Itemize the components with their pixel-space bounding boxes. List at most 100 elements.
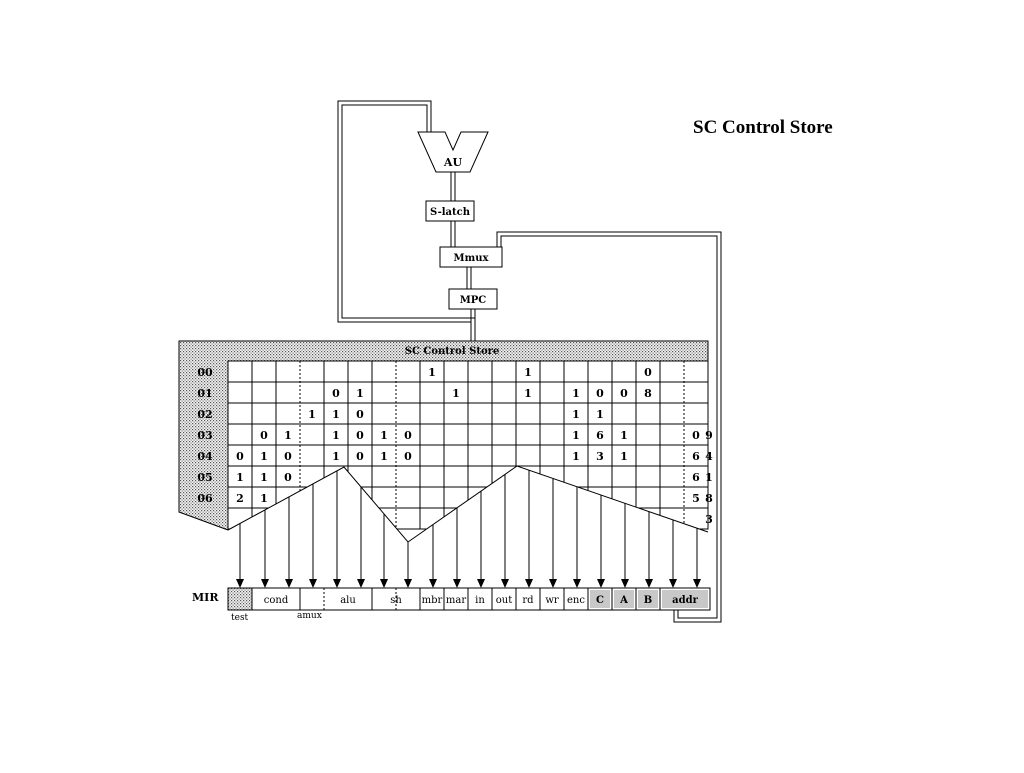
- mir-arrow-head: [357, 579, 365, 588]
- table-cell-value: 1: [332, 408, 340, 421]
- table-cell-value: 0: [332, 387, 340, 400]
- mir-arrow-head: [645, 579, 653, 588]
- table-cell-value: 1: [705, 471, 713, 484]
- table-cell-value: 0: [356, 408, 364, 421]
- mir-field-label: rd: [522, 595, 534, 606]
- mir-field-label: mbr: [422, 595, 443, 606]
- table-cell-value: 3: [705, 513, 713, 526]
- addr-wire-inner: [500, 235, 718, 619]
- table-cell-value: 1: [356, 387, 364, 400]
- mir-sublabel: amux: [297, 611, 322, 621]
- mir-arrow-head: [549, 579, 557, 588]
- mir-label: MIR: [192, 591, 219, 604]
- mir-field-label: enc: [567, 595, 585, 606]
- mir-field-label: sh: [390, 595, 402, 606]
- mir-arrow-head: [333, 579, 341, 588]
- mmux-box: [439, 246, 503, 268]
- address-label: 03: [197, 429, 212, 442]
- mir-shaded-field: [590, 590, 610, 608]
- table-cell-value: 3: [596, 450, 604, 463]
- table-cell-value: 1: [572, 429, 580, 442]
- table-cell-value: 0: [404, 429, 412, 442]
- table-cell-value: 1: [572, 408, 580, 421]
- mir-arrow-head: [693, 579, 701, 588]
- s-latch-label: S-latch: [430, 207, 471, 218]
- au-label: AU: [443, 156, 463, 169]
- table-cell-value: 0: [356, 450, 364, 463]
- table-cell-value: 9: [705, 429, 713, 442]
- mir-sublabel: test: [231, 613, 249, 623]
- address-label: 00: [197, 366, 213, 379]
- mir-arrows: [236, 470, 701, 588]
- mir-shaded-field: [638, 590, 658, 608]
- mmux-label: Mmux: [454, 253, 490, 264]
- table-cell-value: 0: [284, 471, 292, 484]
- table-cell-value: 1: [572, 387, 580, 400]
- mir-field-label: C: [596, 595, 604, 606]
- address-label: 01: [197, 387, 212, 400]
- table-cell-value: 0: [404, 450, 412, 463]
- mir-arrow-head: [573, 579, 581, 588]
- table-cell-value: 1: [236, 471, 244, 484]
- table-cell-value: 1: [452, 387, 460, 400]
- mir-arrow-head: [669, 579, 677, 588]
- mir-arrow-head: [501, 579, 509, 588]
- mir-arrow-head: [309, 579, 317, 588]
- table-cell-value: 1: [524, 366, 532, 379]
- table-cell-value: 6: [596, 429, 604, 442]
- table-cell-value: 0: [692, 429, 700, 442]
- mir-field-label: out: [496, 595, 512, 606]
- table-cell-value: 5: [692, 492, 700, 505]
- mir-field-label: B: [644, 595, 652, 606]
- loop-wire-outer: [337, 100, 471, 323]
- au-unit: [417, 131, 489, 173]
- loop-wire-inner: [341, 104, 475, 319]
- table-cell-value: 8: [705, 492, 713, 505]
- table-cell-value: 0: [620, 387, 628, 400]
- table-cell-value: 0: [356, 429, 364, 442]
- table-cell-value: 1: [260, 492, 268, 505]
- mpc-box: [448, 288, 498, 310]
- table-cell-value: 1: [596, 408, 604, 421]
- table-cell-value: 0: [644, 366, 652, 379]
- control-store-header: SC Control Store: [405, 346, 500, 357]
- address-label: 06: [197, 492, 213, 505]
- table-cell-value: 0: [596, 387, 604, 400]
- mir-shaded-field: [662, 590, 708, 608]
- table-cell-value: 1: [380, 429, 388, 442]
- table-cell-value: 1: [260, 471, 268, 484]
- mir-arrow-head: [236, 579, 244, 588]
- address-label: 05: [197, 471, 212, 484]
- table-cell-value: 1: [572, 450, 580, 463]
- table-cell-value: 0: [284, 450, 292, 463]
- table-cell-value: 1: [620, 450, 628, 463]
- mir-arrow-head: [380, 579, 388, 588]
- mir-arrow-head: [477, 579, 485, 588]
- address-label: 02: [197, 408, 212, 421]
- mir-arrow-head: [261, 579, 269, 588]
- table-cell-value: 1: [284, 429, 292, 442]
- mir-field-label: in: [475, 595, 485, 606]
- table-cell-value: 1: [428, 366, 436, 379]
- table-cell-value: 2: [236, 492, 244, 505]
- mir-arrow-head: [525, 579, 533, 588]
- mir-field-label: addr: [672, 595, 698, 606]
- address-label: 04: [197, 450, 213, 463]
- table-cell-value: 8: [644, 387, 652, 400]
- table-cell-value: 0: [260, 429, 268, 442]
- mir-field-label: cond: [264, 595, 289, 606]
- mir-field-label: alu: [340, 595, 356, 606]
- table-cell-value: 1: [380, 450, 388, 463]
- table-cell-value: 6: [692, 450, 700, 463]
- table-cell-value: 1: [260, 450, 268, 463]
- table-cell-value: 1: [332, 429, 340, 442]
- mir-shaded-field: [614, 590, 634, 608]
- s-latch-box: [425, 200, 475, 222]
- decoder-zigzag: [228, 466, 708, 586]
- mir-arrow-head: [621, 579, 629, 588]
- mir-arrow-head: [429, 579, 437, 588]
- mir-field-label: mar: [446, 595, 466, 606]
